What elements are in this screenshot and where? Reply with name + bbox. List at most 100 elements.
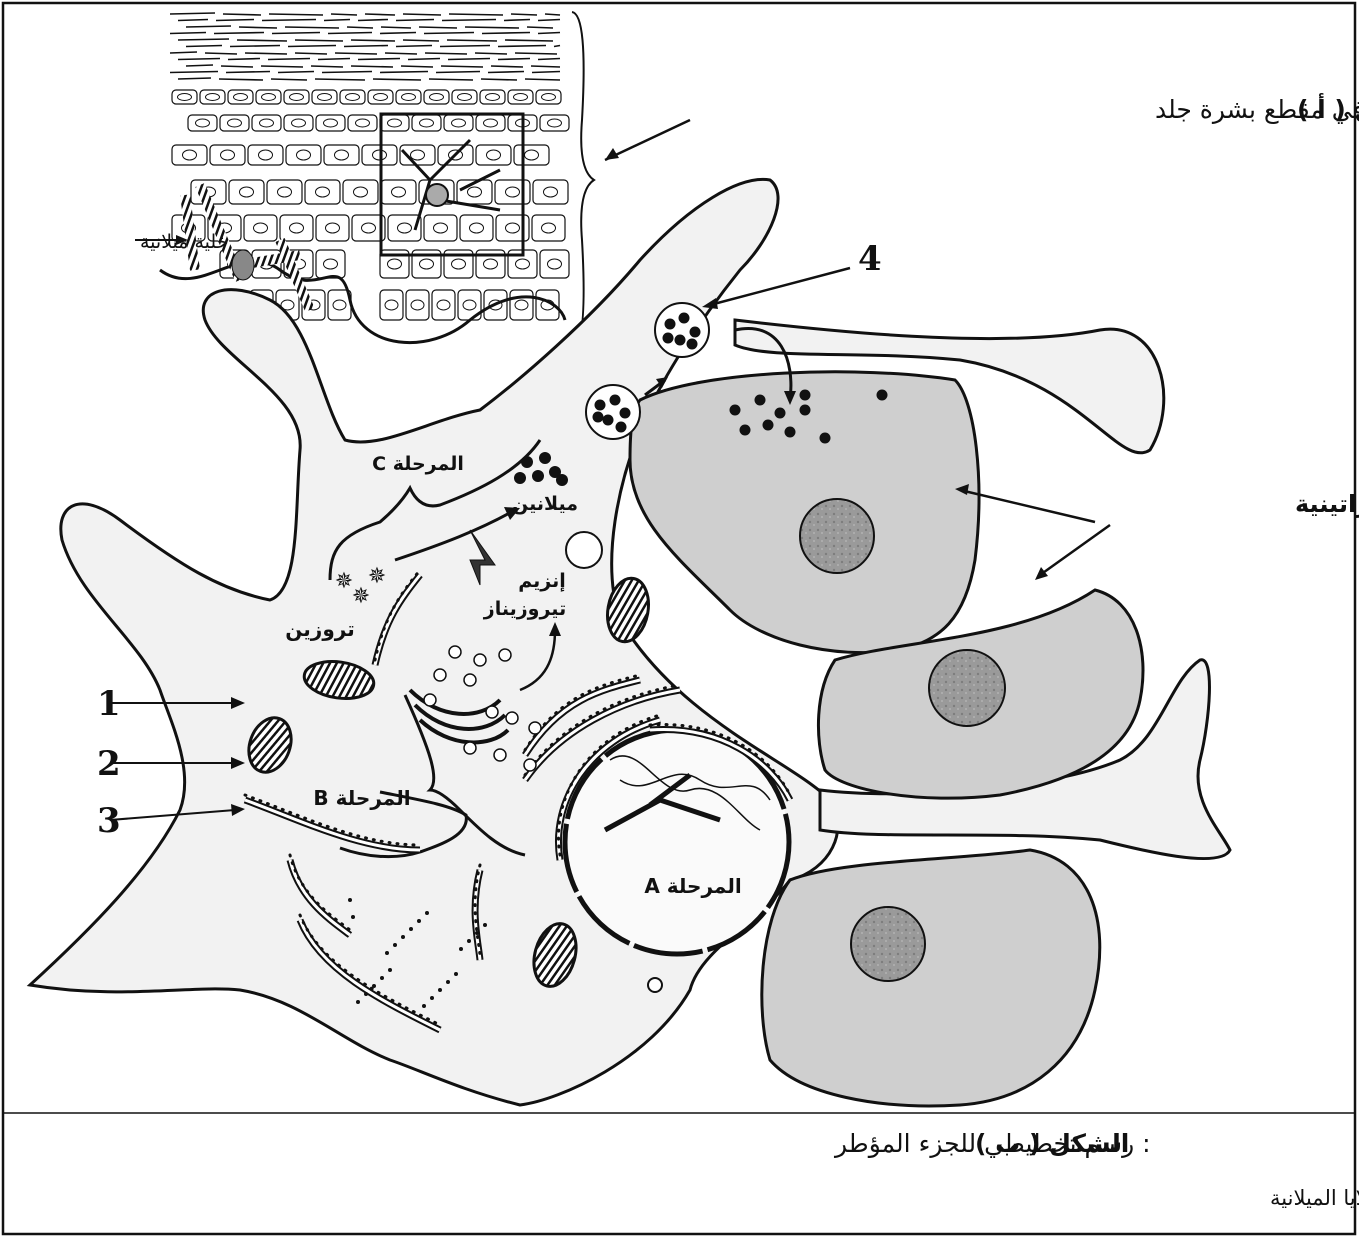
svg-text:✵: ✵ (368, 564, 386, 589)
corneum-layer-line (216, 20, 254, 21)
corneum-layer-line (498, 59, 530, 60)
melanin-granule (610, 395, 621, 406)
corneum-layer-line (403, 40, 439, 41)
epidermis-cell-nucleus (388, 119, 402, 127)
corneum-layer-line (419, 27, 457, 28)
ribosome-dot (438, 988, 442, 992)
corneum-layer-line (505, 40, 553, 41)
corneum-layer-line (498, 46, 546, 47)
corneum-layer-line (178, 39, 229, 40)
corneum-layer-line (449, 14, 503, 15)
corneum-layer-line (515, 53, 557, 54)
melanin-granule (603, 415, 614, 426)
corneum-layer-line (288, 46, 336, 47)
melanin-label: ميلانين (512, 493, 578, 515)
figure-b-title: : رسم تخطيطي للجزء المؤطر (833, 1129, 1151, 1159)
epidermis-cell-nucleus (297, 150, 311, 160)
corneum-layer-line (223, 14, 261, 15)
corneum-layer-line (237, 40, 287, 41)
ribosome-dot (372, 984, 376, 988)
epidermis-cell-nucleus (548, 259, 562, 269)
keratinocytes-label: خلايا كراتينية (1295, 490, 1359, 518)
corneum-layer-line (545, 14, 560, 15)
epidermis-cell-nucleus (354, 187, 368, 197)
caption-definitions: تروزين ( tyrosine ) : حمض أميني / التيرو… (1270, 1184, 1359, 1211)
ribosome-dot (483, 923, 487, 927)
corneum-layer-line (245, 53, 287, 54)
epidermis-cell-nucleus (254, 223, 268, 233)
corneum-layer-line (403, 14, 441, 15)
corneum-layer-line (429, 79, 473, 80)
corneum-layer-line (380, 72, 428, 73)
vesicle (486, 706, 498, 718)
keratinocyte-nucleus-3 (851, 907, 925, 981)
corneum-layer-line (347, 27, 373, 28)
corneum-layer-line (475, 53, 507, 54)
ribosome-dot (356, 1000, 360, 1004)
corneum-layer-line (170, 13, 215, 14)
ribosome-dot (475, 931, 479, 935)
ribosome-dot (446, 980, 450, 984)
corneum-layer-line (465, 27, 519, 28)
corneum-layer-line (295, 53, 327, 54)
ribosome-dot (409, 927, 413, 931)
ribosome-dot (351, 915, 355, 919)
epidermis-cell-nucleus (506, 223, 520, 233)
epidermis-cell-nucleus (374, 94, 388, 101)
epidermis-cell-nucleus (178, 94, 192, 101)
stage-a-label: المرحلة A (644, 874, 741, 898)
epidermis-cell-nucleus (487, 150, 501, 160)
epidermis-cell-nucleus (324, 259, 338, 269)
svg-text:✵: ✵ (335, 569, 353, 594)
corneum-layer-line (328, 33, 372, 34)
transferred-melanin-granule (800, 405, 811, 416)
epidermis-cell-nucleus (420, 119, 434, 127)
melanin-granule (665, 319, 676, 330)
ribosome-dot (422, 1004, 426, 1008)
epidermis-cell-nucleus (434, 223, 448, 233)
corneum-layer-line (373, 79, 421, 80)
corneum-layer-line (531, 66, 560, 67)
vesicle (464, 674, 476, 686)
corneum-layer-line (261, 66, 303, 67)
ribosome-dot (348, 898, 352, 902)
corneum-layer-line (396, 46, 432, 47)
melanosome (586, 385, 640, 439)
corneum-layer-line (351, 40, 395, 41)
epidermis-cell-nucleus (458, 94, 472, 101)
epidermis-cell-nucleus (206, 94, 220, 101)
corneum-layer-line (396, 20, 434, 21)
transferred-melanin-granule (800, 390, 811, 401)
corneum-layer-line (442, 20, 496, 21)
corneum-layer-line (525, 79, 560, 80)
corneum-layer-line (440, 46, 490, 47)
corneum-layer-line (351, 66, 393, 67)
corneum-layer-line (239, 27, 277, 28)
transferred-melanin-granule (785, 427, 796, 438)
melanocyte-nucleus: المرحلة A (565, 730, 789, 954)
ribosome-dot (425, 911, 429, 915)
vesicle (434, 669, 446, 681)
stage-b-label: المرحلة B (313, 786, 410, 810)
epidermis-cell-nucleus (326, 223, 340, 233)
corneum-layer-line (511, 14, 537, 15)
corneum-layer-line (538, 33, 560, 34)
melanin-granule (620, 408, 631, 419)
melanocyte-label: خلية ميلانية (140, 231, 228, 253)
melanin-granule (690, 327, 701, 338)
ribosome-dot (454, 972, 458, 976)
corneum-layer-line (488, 72, 524, 73)
transferred-melanin-granule (763, 420, 774, 431)
melanin-granule (556, 474, 568, 486)
vesicle-large (566, 532, 602, 568)
epidermis-cell-nucleus (484, 119, 498, 127)
melanin-granule (595, 400, 606, 411)
ribosome-dot (380, 976, 384, 980)
vesicle (474, 654, 486, 666)
corneum-layer-line (436, 72, 480, 73)
corneum-layer-line (408, 59, 440, 60)
corneum-layer-line (178, 59, 220, 60)
ribosome-dot (401, 935, 405, 939)
corneum-layer-line (230, 46, 280, 47)
